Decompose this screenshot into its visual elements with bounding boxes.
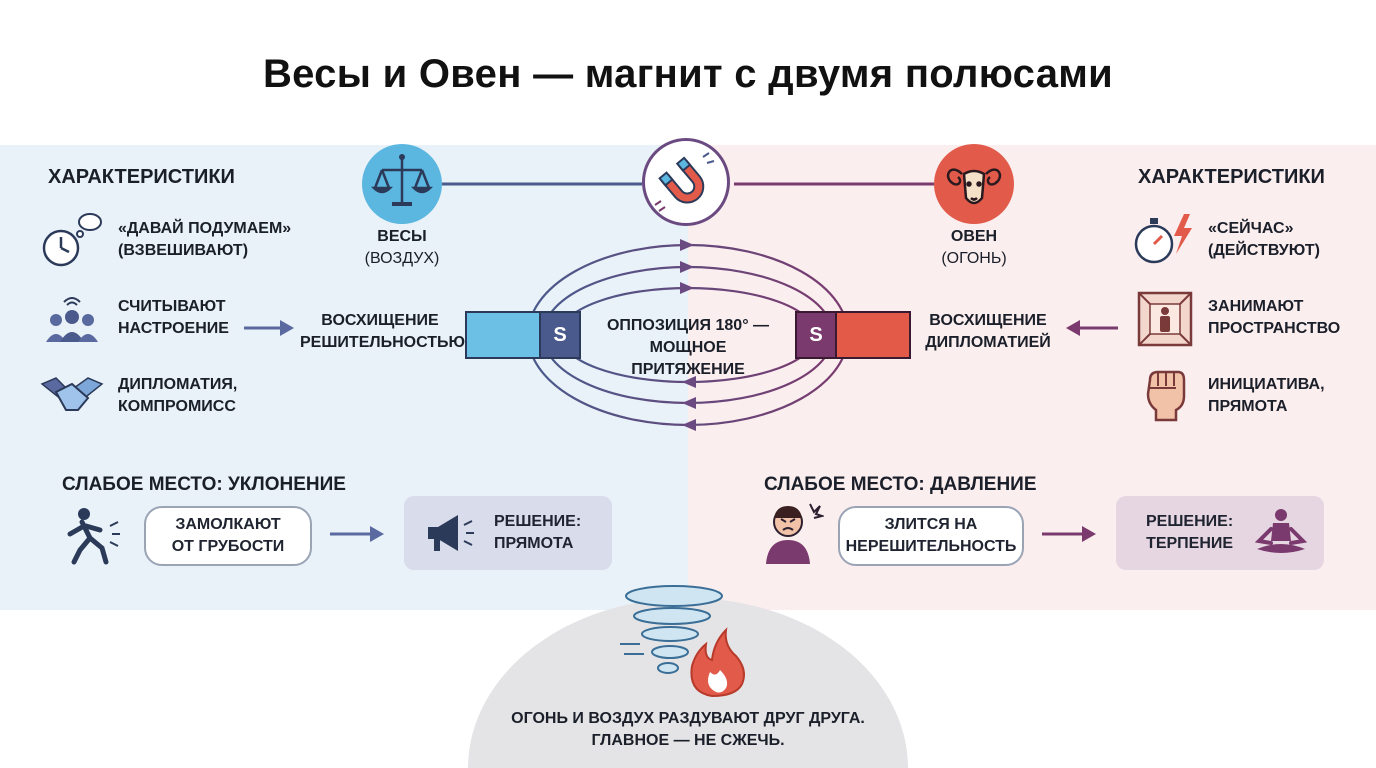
aries-heading: ХАРАКТЕРИСТИКИ: [1138, 166, 1325, 188]
libra-admiration-line2: РЕШИТЕЛЬНОСТЬЮ: [300, 334, 466, 351]
aries-admiration-line1: ВОСХИЩЕНИЕ: [929, 312, 1047, 329]
page-title: Весы и Овен — магнит с двумя полюсами: [262, 52, 1114, 96]
aries-admiration-line2: ДИПЛОМАТИЕЙ: [925, 334, 1051, 351]
magnet-icon: [642, 138, 730, 226]
aries-weak-title: СЛАБОЕ МЕСТО: ДАВЛЕНИЕ: [764, 474, 1037, 495]
libra-feature-3-line1: ДИПЛОМАТИЯ,: [118, 376, 238, 393]
libra-admiration-line1: ВОСХИЩЕНИЕ: [321, 312, 439, 329]
libra-feature-2-line1: СЧИТЫВАЮТ: [118, 298, 226, 315]
libra-feature-3: ДИПЛОМАТИЯ, КОМПРОМИСС: [118, 374, 237, 418]
aries-element: (ОГОНЬ): [941, 250, 1007, 267]
solution-arrows: [330, 526, 1096, 542]
aries-feature-3: ИНИЦИАТИВА, ПРЯМОТА: [1208, 374, 1325, 418]
handshake-icon: [40, 370, 104, 420]
stopwatch-lightning-icon: [1130, 210, 1196, 270]
aries-feature-1: «СЕЙЧАС» (ДЕЙСТВУЮТ): [1208, 218, 1320, 262]
aries-solution-box: РЕШЕНИЕ: ТЕРПЕНИЕ: [1116, 496, 1324, 570]
bottom-dome: [468, 598, 908, 768]
libra-sign-label: ВЕСЫ (ВОЗДУХ): [342, 226, 462, 270]
libra-feature-1-line1: «ДАВАЙ ПОДУМАЕМ»: [118, 220, 292, 237]
fist-icon: [1140, 366, 1190, 422]
libra-magnet-bar: [465, 311, 581, 359]
tornado-fire-icon: [616, 582, 760, 698]
person-in-space-icon: [1136, 290, 1194, 348]
libra-feature-2-line2: НАСТРОЕНИЕ: [118, 320, 229, 337]
libra-solution-line1: РЕШЕНИЕ:: [494, 513, 582, 530]
aries-feature-1-line2: (ДЕЙСТВУЮТ): [1208, 242, 1320, 259]
libra-solution-text: РЕШЕНИЕ: ПРЯМОТА: [494, 511, 581, 555]
libra-weak-line2: ОТ ГРУБОСТИ: [171, 538, 285, 555]
aries-magnet-bar: [795, 311, 911, 359]
opposition-line2: МОЩНОЕ ПРИТЯЖЕНИЕ: [631, 339, 745, 378]
libra-heading: ХАРАКТЕРИСТИКИ: [48, 166, 235, 188]
people-signal-icon: [42, 290, 104, 346]
bottom-message: ОГОНЬ И ВОЗДУХ РАЗДУВАЮТ ДРУГ ДРУГА. ГЛА…: [470, 708, 906, 752]
aries-feature-2-line1: ЗАНИМАЮТ: [1208, 298, 1304, 315]
aries-feature-2: ЗАНИМАЮТ ПРОСТРАНСТВО: [1208, 296, 1340, 340]
field-arrows: [680, 239, 696, 431]
aries-feature-3-line2: ПРЯМОТА: [1208, 398, 1288, 415]
aries-weak-bubble: ЗЛИТСЯ НА НЕРЕШИТЕЛЬНОСТЬ: [838, 506, 1024, 566]
aries-admiration: ВОСХИЩЕНИЕ ДИПЛОМАТИЕЙ: [918, 310, 1058, 354]
libra-pole-label: S: [553, 323, 567, 346]
aries-pole-label: S: [809, 323, 823, 346]
libra-solution-line2: ПРЯМОТА: [494, 535, 574, 552]
megaphone-icon: [424, 511, 484, 555]
opposition-label: ОППОЗИЦИЯ 180° — МОЩНОЕ ПРИТЯЖЕНИЕ: [592, 315, 784, 381]
admiration-arrows: [244, 320, 1118, 336]
aries-solution-line2: ТЕРПЕНИЕ: [1146, 535, 1234, 552]
libra-name: ВЕСЫ: [377, 228, 427, 245]
opposition-line1: ОППОЗИЦИЯ 180° —: [606, 317, 770, 334]
libra-element: (ВОЗДУХ): [364, 250, 440, 267]
aries-weak-line2: НЕРЕШИТЕЛЬНОСТЬ: [845, 538, 1017, 555]
libra-feature-1: «ДАВАЙ ПОДУМАЕМ» (ВЗВЕШИВАЮТ): [118, 218, 291, 262]
libra-feature-2: СЧИТЫВАЮТ НАСТРОЕНИЕ: [118, 296, 229, 340]
meditation-icon: [1251, 505, 1311, 561]
libra-feature-1-line2: (ВЗВЕШИВАЮТ): [118, 242, 249, 259]
libra-admiration: ВОСХИЩЕНИЕ РЕШИТЕЛЬНОСТЬЮ: [300, 310, 466, 354]
libra-feature-3-line2: КОМПРОМИСС: [118, 398, 236, 415]
aries-weak-line1: ЗЛИТСЯ НА: [884, 516, 978, 533]
bottom-line2: ГЛАВНОЕ — НЕ СЖЕЧЬ.: [591, 732, 785, 749]
running-person-icon: [60, 504, 124, 568]
bottom-line1: ОГОНЬ И ВОЗДУХ РАЗДУВАЮТ ДРУГ ДРУГА.: [511, 710, 865, 727]
aries-ram-icon: [934, 144, 1014, 224]
aries-feature-2-line2: ПРОСТРАНСТВО: [1208, 320, 1341, 337]
aries-solution-text: РЕШЕНИЕ: ТЕРПЕНИЕ: [1146, 511, 1233, 555]
angry-person-icon: [762, 500, 826, 566]
aries-sign-label: ОВЕН (ОГОНЬ): [914, 226, 1034, 270]
libra-weak-bubble: ЗАМОЛКАЮТ ОТ ГРУБОСТИ: [144, 506, 312, 566]
libra-scales-icon: [362, 144, 442, 224]
aries-solution-line1: РЕШЕНИЕ:: [1146, 513, 1234, 530]
aries-feature-1-line1: «СЕЙЧАС»: [1208, 220, 1294, 237]
libra-solution-box: РЕШЕНИЕ: ПРЯМОТА: [404, 496, 612, 570]
aries-name: ОВЕН: [950, 228, 998, 245]
aries-feature-3-line1: ИНИЦИАТИВА,: [1208, 376, 1325, 393]
libra-weak-line1: ЗАМОЛКАЮТ: [175, 516, 281, 533]
clock-thought-icon: [40, 210, 102, 272]
libra-weak-title: СЛАБОЕ МЕСТО: УКЛОНЕНИЕ: [62, 474, 346, 495]
